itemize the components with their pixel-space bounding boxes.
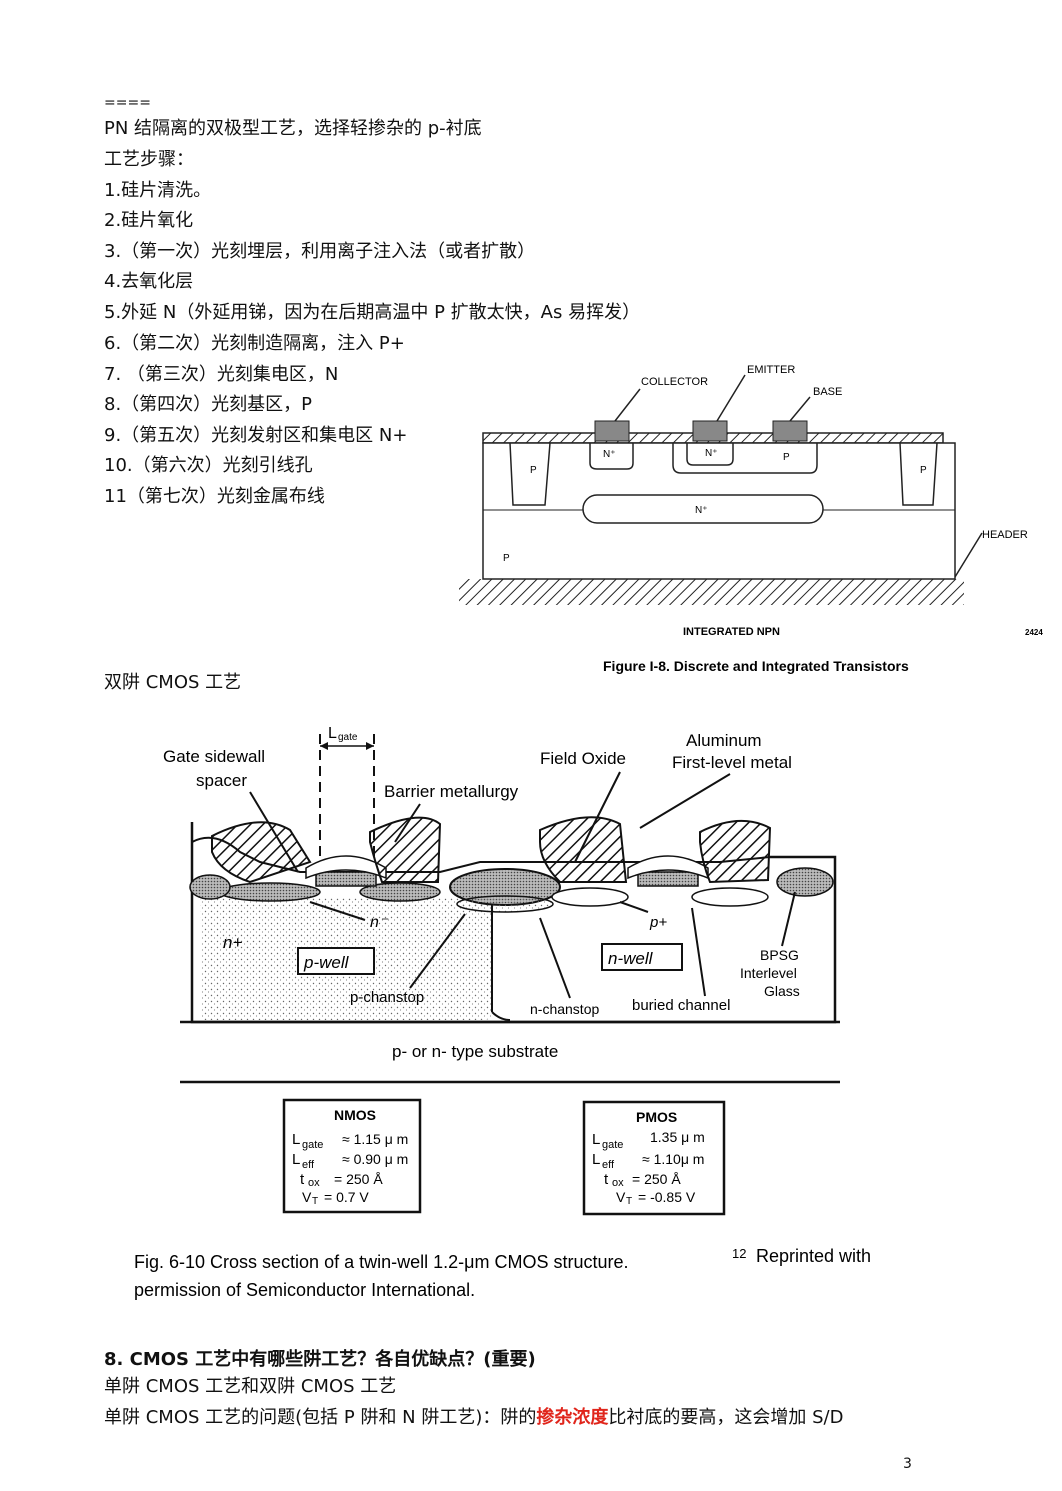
pmos-param-label: V: [616, 1189, 626, 1205]
n-plus-label: n+: [223, 933, 242, 952]
npn-label-p: P: [530, 465, 537, 476]
step-item: 2.硅片氧化: [104, 210, 194, 231]
question-line1: 单阱 CMOS 工艺和双阱 CMOS 工艺: [104, 1376, 397, 1397]
nmos-param-value: ≈ 1.15 μ m: [342, 1131, 408, 1147]
n-chanstop-label: n-chanstop: [530, 1001, 599, 1017]
step-item: 5.外延 N（外延用锑，因为在后期高温中 P 扩散太快，As 易挥发）: [104, 302, 641, 323]
npn-caption: Figure I-8. Discrete and Integrated Tran…: [603, 658, 909, 674]
cmos-caption-line2: permission of Semiconductor Internationa…: [134, 1280, 475, 1300]
p-plus-label: p+: [649, 914, 667, 931]
n-well-label: n-well: [608, 949, 654, 968]
step-item: 8.（第四次）光刻基区，P: [104, 394, 313, 415]
nmos-param-sub: gate: [302, 1139, 323, 1151]
separator: ====: [104, 95, 151, 111]
npn-label-p: P: [783, 452, 790, 463]
cmos-caption-tail: Reprinted with: [756, 1246, 871, 1266]
nmos-param-value: = 250 Å: [334, 1171, 383, 1187]
lgate-subscript: gate: [338, 732, 358, 743]
barrier-metallurgy-label: Barrier metallurgy: [384, 782, 519, 801]
question-line2: 单阱 CMOS 工艺的问题(包括 P 阱和 N 阱工艺)：阱的掺杂浓度比衬底的要…: [104, 1407, 843, 1429]
nmos-param-sub: T: [312, 1196, 318, 1207]
question-line2-after: 比衬底的要高，这会增加 S/D: [608, 1407, 844, 1428]
npn-label-collector: COLLECTOR: [641, 376, 708, 388]
field-oxide-label: Field Oxide: [540, 749, 626, 768]
doping-concentration-highlight: 掺杂浓度: [536, 1407, 609, 1428]
pmos-param-sub: T: [626, 1196, 632, 1207]
step-item: 3.（第一次）光刻埋层，利用离子注入法（或者扩散）: [104, 241, 536, 262]
nmos-param-label: L: [292, 1151, 300, 1168]
npn-figure-number: 2424: [1025, 628, 1043, 637]
npn-label-nplus: N⁺: [705, 448, 718, 459]
bpsg-glass-label: Glass: [764, 983, 800, 999]
pmos-param-value: = 250 Å: [632, 1171, 681, 1187]
npn-label-nplus: N⁺: [603, 449, 616, 460]
pmos-param-label: L: [592, 1151, 600, 1168]
page-number: 3: [903, 1456, 912, 1472]
nmos-parameter-box: NMOS L gate ≈ 1.15 μ m L eff ≈ 0.90 μ m …: [282, 1098, 422, 1214]
nmos-param-label: L: [292, 1131, 300, 1148]
nmos-param-sub: eff: [302, 1159, 315, 1171]
gate-sidewall-label: Gate sidewall: [163, 747, 265, 766]
p-well-label: p-well: [303, 953, 350, 972]
pmos-param-sub: ox: [612, 1177, 624, 1189]
question-line2-before: 单阱 CMOS 工艺的问题(包括 P 阱和 N 阱工艺)：阱的: [104, 1407, 537, 1428]
pmos-parameter-box: PMOS L gate 1.35 μ m L eff ≈ 1.10μ m t o…: [582, 1100, 726, 1216]
pmos-param-sub: gate: [602, 1139, 623, 1151]
buried-channel-label: buried channel: [632, 997, 730, 1014]
pmos-title: PMOS: [636, 1109, 677, 1125]
pmos-param-value: = -0.85 V: [638, 1189, 696, 1205]
pmos-param-label: t: [604, 1171, 609, 1188]
question-title: 8. CMOS 工艺中有哪些阱工艺？各自优缺点？(重要): [104, 1349, 536, 1370]
npn-label-base: BASE: [813, 386, 842, 398]
bpsg-label: BPSG: [760, 947, 799, 963]
p-chanstop-label: p-chanstop: [350, 989, 424, 1006]
n-minus-label: n⁻: [370, 914, 389, 931]
substrate-label: p- or n- type substrate: [392, 1042, 558, 1061]
section-title-twin-well-cmos: 双阱 CMOS 工艺: [104, 672, 242, 693]
npn-subtitle: INTEGRATED NPN: [683, 626, 780, 638]
nmos-param-sub: ox: [308, 1177, 320, 1189]
npn-label-emitter: EMITTER: [747, 364, 795, 376]
step-item: 11（第七次）光刻金属布线: [104, 486, 325, 507]
pmos-param-label: L: [592, 1131, 600, 1148]
intro-title: PN 结隔离的双极型工艺，选择轻掺杂的 p-衬底: [104, 118, 482, 139]
cmos-caption-line1: Fig. 6-10 Cross section of a twin-well 1…: [134, 1252, 629, 1272]
nmos-param-value: ≈ 0.90 μ m: [342, 1151, 408, 1167]
first-level-metal-label: First-level metal: [672, 753, 792, 772]
nmos-param-label: t: [300, 1171, 305, 1188]
pmos-param-value: 1.35 μ m: [650, 1129, 705, 1145]
aluminum-label: Aluminum: [686, 731, 762, 750]
npn-label-header: HEADER: [982, 529, 1028, 541]
lgate-label: L: [328, 725, 337, 742]
nmos-param-label: V: [302, 1189, 312, 1205]
cmos-caption-ref: 12: [732, 1246, 746, 1261]
bpsg-interlevel-label: Interlevel: [740, 965, 797, 981]
npn-label-p: P: [920, 465, 927, 476]
step-item: 7. （第三次）光刻集电区，N: [104, 364, 339, 385]
twin-well-cmos-figure: L gate Gate sidewall spacer Barrier meta…: [134, 725, 871, 1300]
pmos-param-value: ≈ 1.10μ m: [642, 1151, 704, 1167]
integrated-npn-figure: N⁺ N⁺ P P P N⁺ P COLLECTOR EMITTER BASE …: [459, 364, 1043, 674]
step-item: 9.（第五次）光刻发射区和集电区 N+: [104, 425, 408, 446]
step-item: 10.（第六次）光刻引线孔: [104, 455, 313, 476]
step-item: 4.去氧化层: [104, 271, 194, 292]
steps-heading: 工艺步骤：: [104, 149, 194, 170]
step-item: 1.硅片清洗。: [104, 180, 212, 201]
nmos-param-value: = 0.7 V: [324, 1189, 369, 1205]
pmos-param-sub: eff: [602, 1159, 615, 1171]
nmos-title: NMOS: [334, 1107, 376, 1123]
step-item: 6.（第二次）光刻制造隔离，注入 P+: [104, 333, 405, 354]
spacer-label: spacer: [196, 771, 247, 790]
npn-label-nplus-buried: N⁺: [695, 505, 708, 516]
npn-label-p-substrate: P: [503, 553, 510, 564]
